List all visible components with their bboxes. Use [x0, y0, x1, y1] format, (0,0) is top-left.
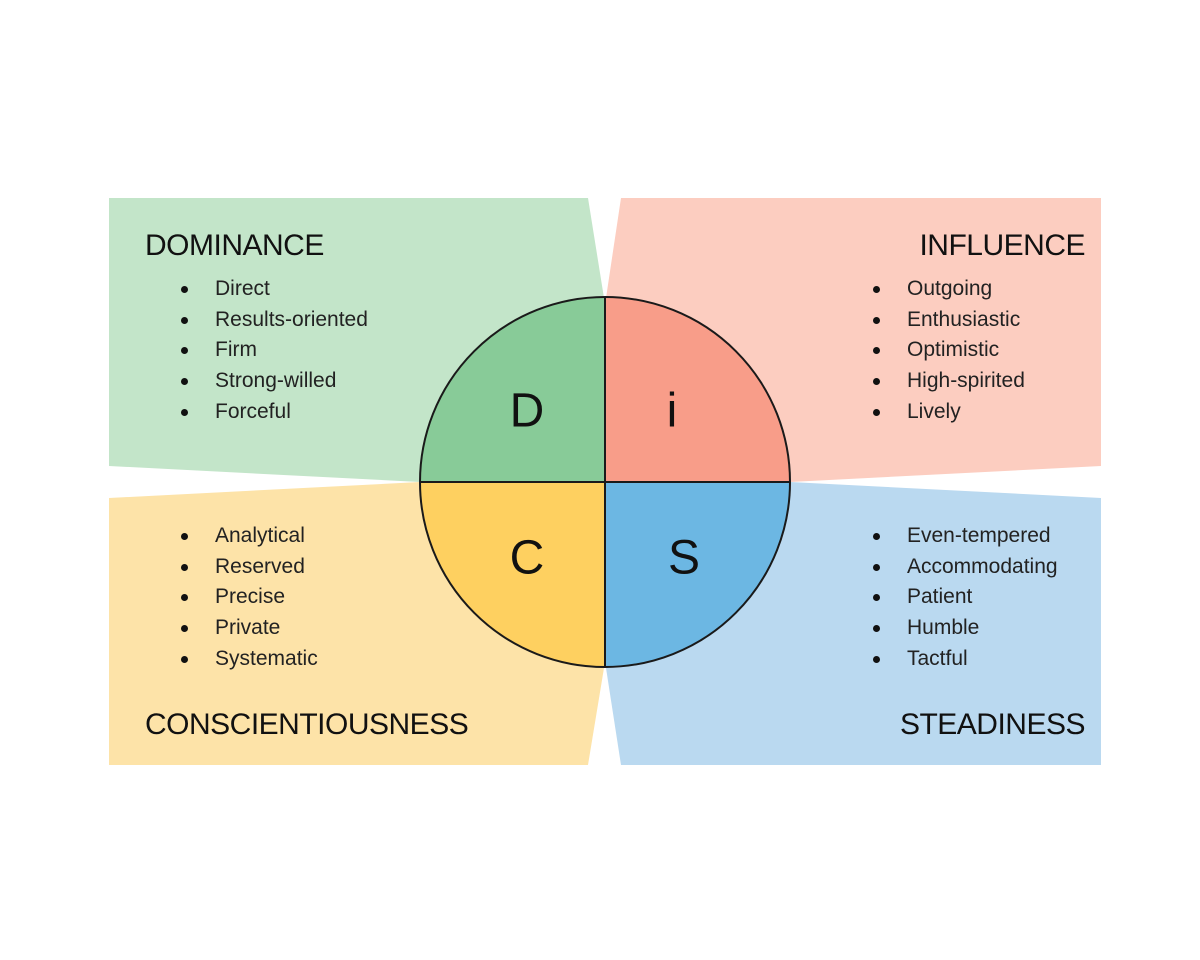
influence-trait: High-spirited	[869, 366, 1025, 397]
conscientiousness-letter: C	[510, 532, 545, 585]
influence-trait: Outgoing	[869, 274, 1025, 305]
dominance-letter: D	[510, 385, 545, 438]
conscientiousness-segment	[420, 482, 605, 667]
influence-traits: Outgoing Enthusiastic Optimistic High-sp…	[869, 274, 1025, 427]
dominance-traits: Direct Results-oriented Firm Strong-will…	[177, 274, 368, 427]
conscientiousness-trait: Systematic	[177, 644, 318, 675]
steadiness-trait: Tactful	[869, 644, 1058, 675]
conscientiousness-trait: Reserved	[177, 552, 318, 583]
influence-trait: Optimistic	[869, 335, 1025, 366]
conscientiousness-trait: Analytical	[177, 521, 318, 552]
dominance-trait: Strong-willed	[177, 366, 368, 397]
influence-trait: Lively	[869, 397, 1025, 428]
steadiness-trait: Patient	[869, 582, 1058, 613]
dominance-title: DOMINANCE	[145, 229, 324, 262]
dominance-trait: Direct	[177, 274, 368, 305]
conscientiousness-title: CONSCIENTIOUSNESS	[145, 708, 469, 741]
steadiness-segment	[605, 482, 790, 667]
steadiness-title: STEADINESS	[899, 708, 1086, 741]
influence-segment	[605, 297, 790, 482]
dominance-trait: Firm	[177, 335, 368, 366]
steadiness-trait: Accommodating	[869, 552, 1058, 583]
steadiness-trait: Humble	[869, 613, 1058, 644]
steadiness-trait: Even-tempered	[869, 521, 1058, 552]
influence-title: INFLUENCE	[919, 229, 1085, 262]
steadiness-letter: S	[668, 532, 700, 585]
dominance-segment	[420, 297, 605, 482]
conscientiousness-trait: Private	[177, 613, 318, 644]
influence-letter: i	[667, 385, 678, 438]
dominance-trait: Results-oriented	[177, 305, 368, 336]
conscientiousness-traits: Analytical Reserved Precise Private Syst…	[177, 521, 318, 674]
influence-trait: Enthusiastic	[869, 305, 1025, 336]
steadiness-traits: Even-tempered Accommodating Patient Humb…	[869, 521, 1058, 674]
dominance-trait: Forceful	[177, 397, 368, 428]
conscientiousness-trait: Precise	[177, 582, 318, 613]
